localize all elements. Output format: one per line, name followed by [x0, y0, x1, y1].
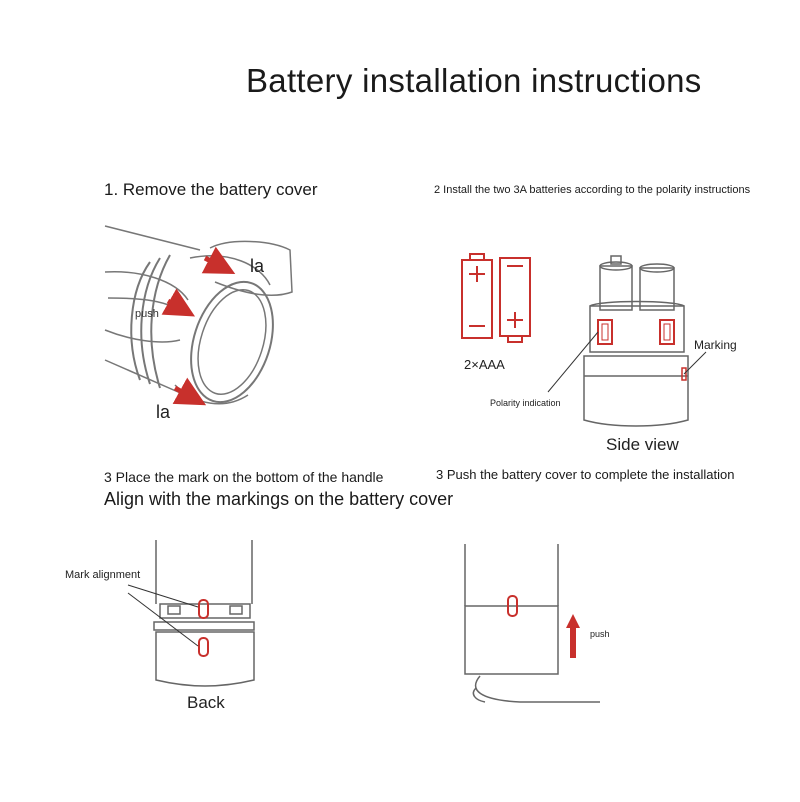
side-view-illustration [547, 255, 707, 427]
label-mark-alignment: Mark alignment [65, 569, 141, 581]
push-arrow-top [201, 246, 236, 275]
label-polarity-indication: Polarity indication [490, 398, 561, 408]
step-3-heading-line1: 3 Place the mark on the bottom of the ha… [104, 469, 384, 485]
label-la-bottom: la [156, 402, 171, 422]
label-side-view: Side view [606, 435, 679, 454]
step-1-heading: 1. Remove the battery cover [104, 180, 318, 199]
back-view-illustration [127, 540, 255, 687]
panel-remove-cover-arrows [161, 246, 236, 406]
step-4-heading: 3 Push the battery cover to complete the… [436, 467, 735, 482]
marking-mark [681, 367, 687, 381]
cover-mark [198, 637, 209, 657]
step-2-heading: 2 Install the two 3A batteries according… [434, 184, 751, 196]
page-title: Battery installation instructions [246, 62, 702, 99]
push-arrow-middle [161, 288, 196, 317]
label-push-1: push [135, 308, 159, 320]
label-marking: Marking [694, 338, 737, 352]
label-push-2: push [590, 629, 610, 639]
label-la-top: la [250, 256, 265, 276]
push-up-arrow [566, 614, 580, 658]
batteries-illustration [461, 253, 531, 343]
aligned-mark [507, 595, 518, 617]
label-back: Back [187, 693, 225, 712]
label-battery-count: 2×AAA [464, 357, 505, 372]
step-3-heading-line2: Align with the markings on the battery c… [104, 489, 454, 509]
handle-mark [198, 599, 209, 619]
push-cover-illustration [464, 544, 600, 703]
push-arrow-bottom [172, 377, 207, 406]
panel-remove-cover-illustration [104, 225, 293, 405]
